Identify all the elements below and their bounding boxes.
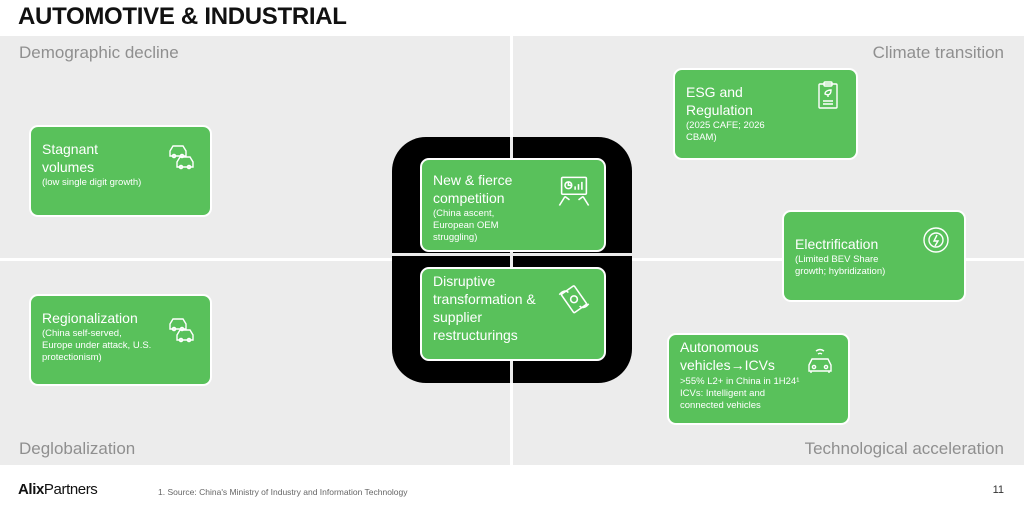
alixpartners-logo: AlixPartners bbox=[18, 481, 98, 498]
page-title: AUTOMOTIVE & INDUSTRIAL bbox=[18, 3, 347, 30]
cars-icon bbox=[169, 318, 194, 343]
connected-car-icon bbox=[808, 348, 832, 373]
card-title: Autonomous vehicles→ICVs bbox=[680, 339, 775, 373]
card-esg-regulation: ESG and Regulation (2025 CAFE; 2026 CBAM… bbox=[673, 68, 858, 160]
flying-money-icon bbox=[558, 285, 590, 314]
card-subtitle: (low single digit growth) bbox=[42, 177, 142, 188]
card-electrification: Electrification (Limited BEV Share growt… bbox=[782, 210, 966, 302]
card-subtitle: (China ascent, European OEM struggling) bbox=[433, 208, 499, 243]
center-vertical-divider bbox=[510, 137, 513, 383]
card-title: New & fierce competition bbox=[433, 172, 513, 206]
card-subtitle: (Limited BEV Share growth; hybridization… bbox=[795, 254, 886, 277]
card-new-fierce-competition: New & fierce competition (China ascent, … bbox=[420, 158, 606, 252]
charging-icon bbox=[923, 227, 949, 253]
corner-label-deglobalization: Deglobalization bbox=[19, 439, 136, 458]
card-regionalization: Regionalization (China self-served, Euro… bbox=[29, 294, 212, 386]
cars-icon bbox=[169, 145, 194, 170]
corner-label-demographic: Demographic decline bbox=[19, 43, 179, 62]
center-horizontal-divider bbox=[392, 253, 632, 256]
logo-rest-text: Partners bbox=[43, 481, 98, 498]
footnote: 1. Source: China's Ministry of Industry … bbox=[158, 487, 408, 497]
card-title: ESG and Regulation bbox=[686, 84, 753, 118]
card-disruptive-transformation: Disruptive transformation & supplier res… bbox=[420, 267, 606, 361]
card-title: Stagnant volumes bbox=[42, 141, 99, 175]
logo-bold-text: Alix bbox=[18, 481, 44, 498]
card-subtitle: (2025 CAFE; 2026 CBAM) bbox=[686, 120, 765, 143]
page-number: 11 bbox=[992, 484, 1004, 496]
clipboard-leaf-icon bbox=[818, 81, 838, 109]
card-title: Electrification bbox=[795, 236, 879, 252]
card-title: Regionalization bbox=[42, 310, 138, 326]
card-stagnant-volumes: Stagnant volumes (low single digit growt… bbox=[29, 125, 212, 217]
card-autonomous-vehicles: Autonomous vehicles→ICVs >55% L2+ in Chi… bbox=[667, 333, 850, 425]
corner-label-climate: Climate transition bbox=[872, 43, 1004, 62]
card-title: Disruptive transformation & supplier res… bbox=[433, 273, 536, 343]
card-subtitle: (China self-served, Europe under attack,… bbox=[42, 328, 152, 363]
card-subtitle: >55% L2+ in China in 1H24¹ ICVs: Intelli… bbox=[680, 376, 800, 411]
corner-label-technological: Technological acceleration bbox=[804, 439, 1004, 458]
handshake-chart-icon bbox=[558, 176, 590, 206]
